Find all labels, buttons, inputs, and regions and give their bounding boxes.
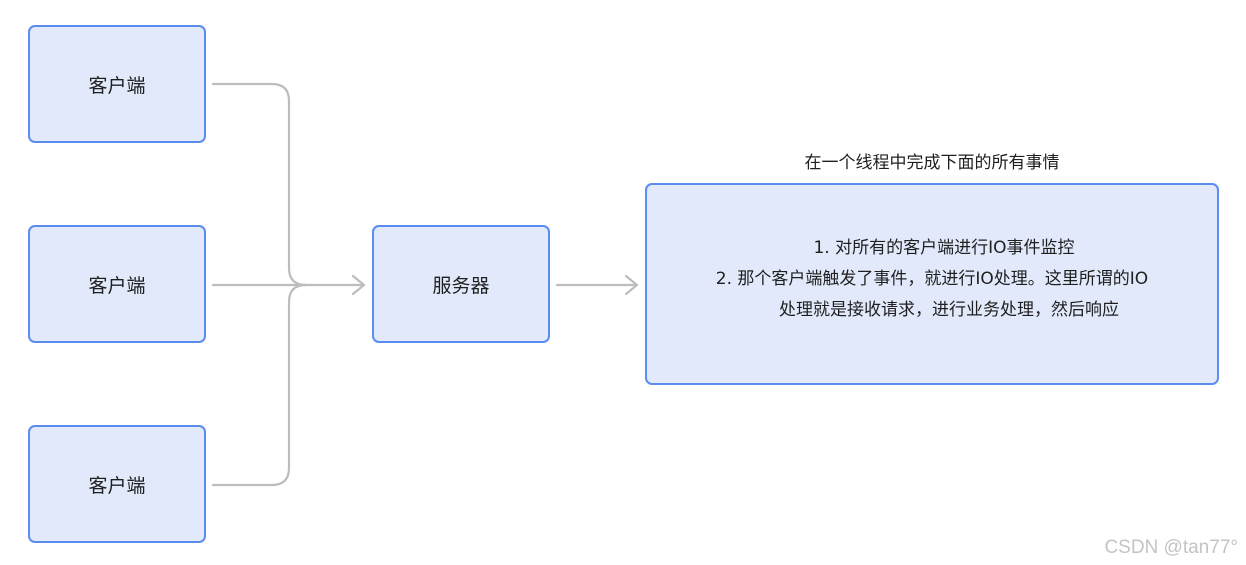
client-node-1: 客户端	[28, 25, 206, 143]
client-label: 客户端	[88, 74, 146, 97]
task-line-2: 2. 那个客户端触发了事件，就进行IO处理。这里所谓的IO	[715, 268, 1149, 289]
client-label: 客户端	[88, 474, 146, 497]
task-line-3: 处理就是接收请求，进行业务处理，然后响应	[779, 299, 1119, 320]
arrowhead-to-task	[624, 274, 639, 296]
task-title: 在一个线程中完成下面的所有事情	[804, 153, 1060, 173]
watermark: CSDN @tan77°	[1104, 537, 1238, 558]
client-node-3: 客户端	[28, 425, 206, 543]
connector-client-3	[211, 283, 308, 487]
connector-client-1	[211, 82, 308, 287]
server-label: 服务器	[432, 274, 490, 297]
task-line-1: 1. 对所有的客户端进行IO事件监控	[813, 237, 1075, 258]
arrowhead-to-server	[351, 274, 366, 296]
client-node-2: 客户端	[28, 225, 206, 343]
server-node: 服务器	[372, 225, 550, 343]
task-description-box: 1. 对所有的客户端进行IO事件监控 2. 那个客户端触发了事件，就进行IO处理…	[645, 183, 1219, 385]
client-label: 客户端	[88, 274, 146, 297]
